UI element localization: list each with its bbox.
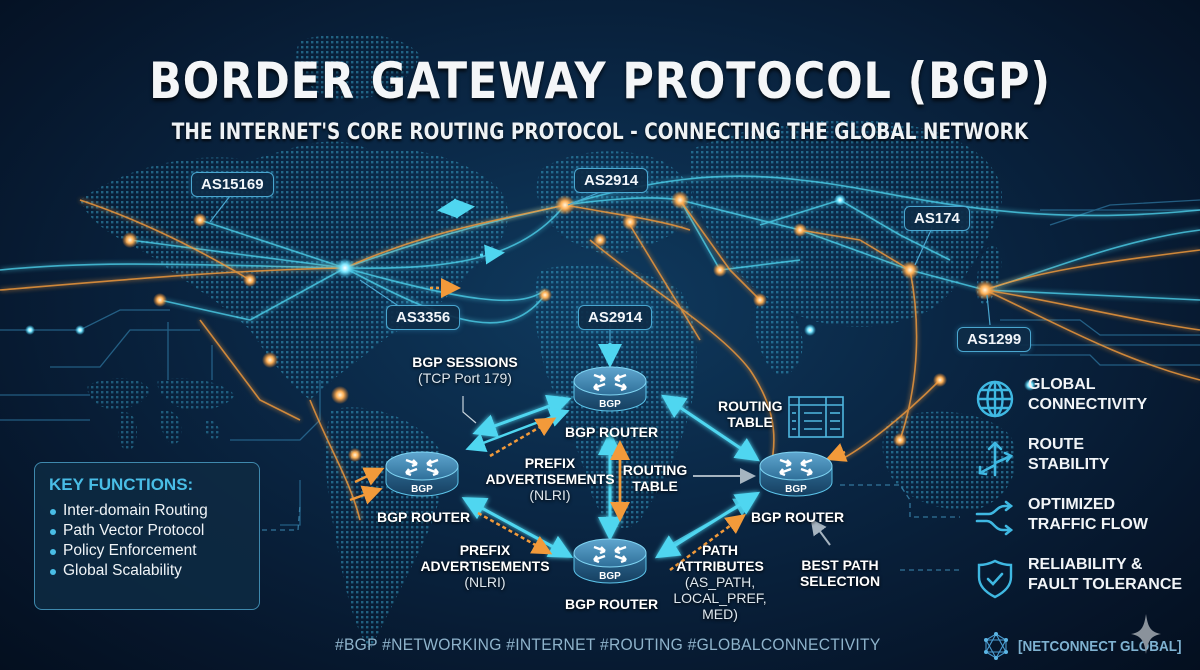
key-function-item: Inter-domain Routing [49, 501, 245, 521]
router-caption: BGP ROUTER [565, 596, 659, 612]
routing-table-center-label: ROUTING TABLE [622, 462, 688, 494]
key-functions-panel: KEY FUNCTIONS: Inter-domain Routing Path… [34, 462, 260, 610]
page-title: BORDER GATEWAY PROTOCOL (BGP) [149, 52, 1051, 110]
as-label-as2914-mid: AS2914 [578, 305, 653, 330]
router-icon: BGP [385, 451, 459, 497]
path-attributes-label: PATH ATTRIBUTES (AS_PATH, LOCAL_PREF, ME… [673, 542, 767, 622]
page-subtitle: THE INTERNET'S CORE ROUTING PROTOCOL - C… [171, 120, 1029, 145]
bgp-router-top: BGP BGP ROUTER [565, 365, 659, 440]
router-icon: BGP [573, 366, 647, 412]
as-label-as174: AS174 [904, 206, 970, 231]
best-path-selection-label: BEST PATH SELECTION [799, 557, 881, 589]
route-split-icon [978, 441, 1014, 477]
svg-text:BGP: BGP [411, 484, 433, 495]
as-label-as3356: AS3356 [386, 305, 461, 330]
globe-icon [976, 380, 1014, 418]
router-caption: BGP ROUTER [751, 509, 845, 525]
brand-logo: [NETCONNECT GLOBAL] [982, 632, 1200, 660]
feature-global-connectivity: GLOBAL CONNECTIVITY [975, 375, 1195, 425]
sparkle-icon [1131, 614, 1161, 654]
router-icon: BGP [573, 538, 647, 584]
svg-text:BGP: BGP [599, 571, 621, 582]
feature-reliability-fault-tolerance: RELIABILITY & FAULT TOLERANCE [975, 555, 1195, 605]
prefix-advertisements-upper-label: PREFIX ADVERTISEMENTS (NLRI) [485, 455, 615, 503]
hashtags: #BGP #NETWORKING #INTERNET #ROUTING #GLO… [335, 635, 881, 654]
feature-optimized-traffic-flow: OPTIMIZED TRAFFIC FLOW [975, 495, 1195, 545]
svg-text:BGP: BGP [599, 399, 621, 410]
key-functions-list: Inter-domain Routing Path Vector Protoco… [49, 501, 245, 581]
bgp-sessions-label: BGP SESSIONS (TCP Port 179) [412, 354, 518, 386]
svg-text:BGP: BGP [785, 484, 807, 495]
router-caption: BGP ROUTER [377, 509, 471, 525]
routing-table-right-label: ROUTING TABLE [718, 398, 783, 430]
prefix-advertisements-lower-label: PREFIX ADVERTISEMENTS (NLRI) [420, 542, 550, 590]
feature-route-stability: ROUTE STABILITY [975, 435, 1195, 485]
bgp-router-right: BGP BGP ROUTER [751, 450, 845, 525]
as-label-as2914-top: AS2914 [574, 168, 649, 193]
router-icon: BGP [759, 451, 833, 497]
routing-table-icon [788, 396, 844, 438]
key-functions-heading: KEY FUNCTIONS: [49, 475, 194, 494]
router-caption: BGP ROUTER [565, 424, 659, 440]
shield-check-icon [977, 559, 1013, 599]
key-function-item: Path Vector Protocol [49, 521, 245, 541]
as-label-as1299: AS1299 [957, 327, 1032, 352]
bgp-router-bottom: BGP BGP ROUTER [565, 537, 659, 612]
network-star-icon [984, 632, 1008, 660]
key-function-item: Policy Enforcement [49, 541, 245, 561]
traffic-flow-icon [975, 500, 1014, 536]
bgp-router-left: BGP BGP ROUTER [377, 450, 471, 525]
key-function-item: Global Scalability [49, 561, 245, 581]
as-label-as15169: AS15169 [191, 172, 274, 197]
brand-name: [NETCONNECT GLOBAL] [1018, 637, 1182, 655]
